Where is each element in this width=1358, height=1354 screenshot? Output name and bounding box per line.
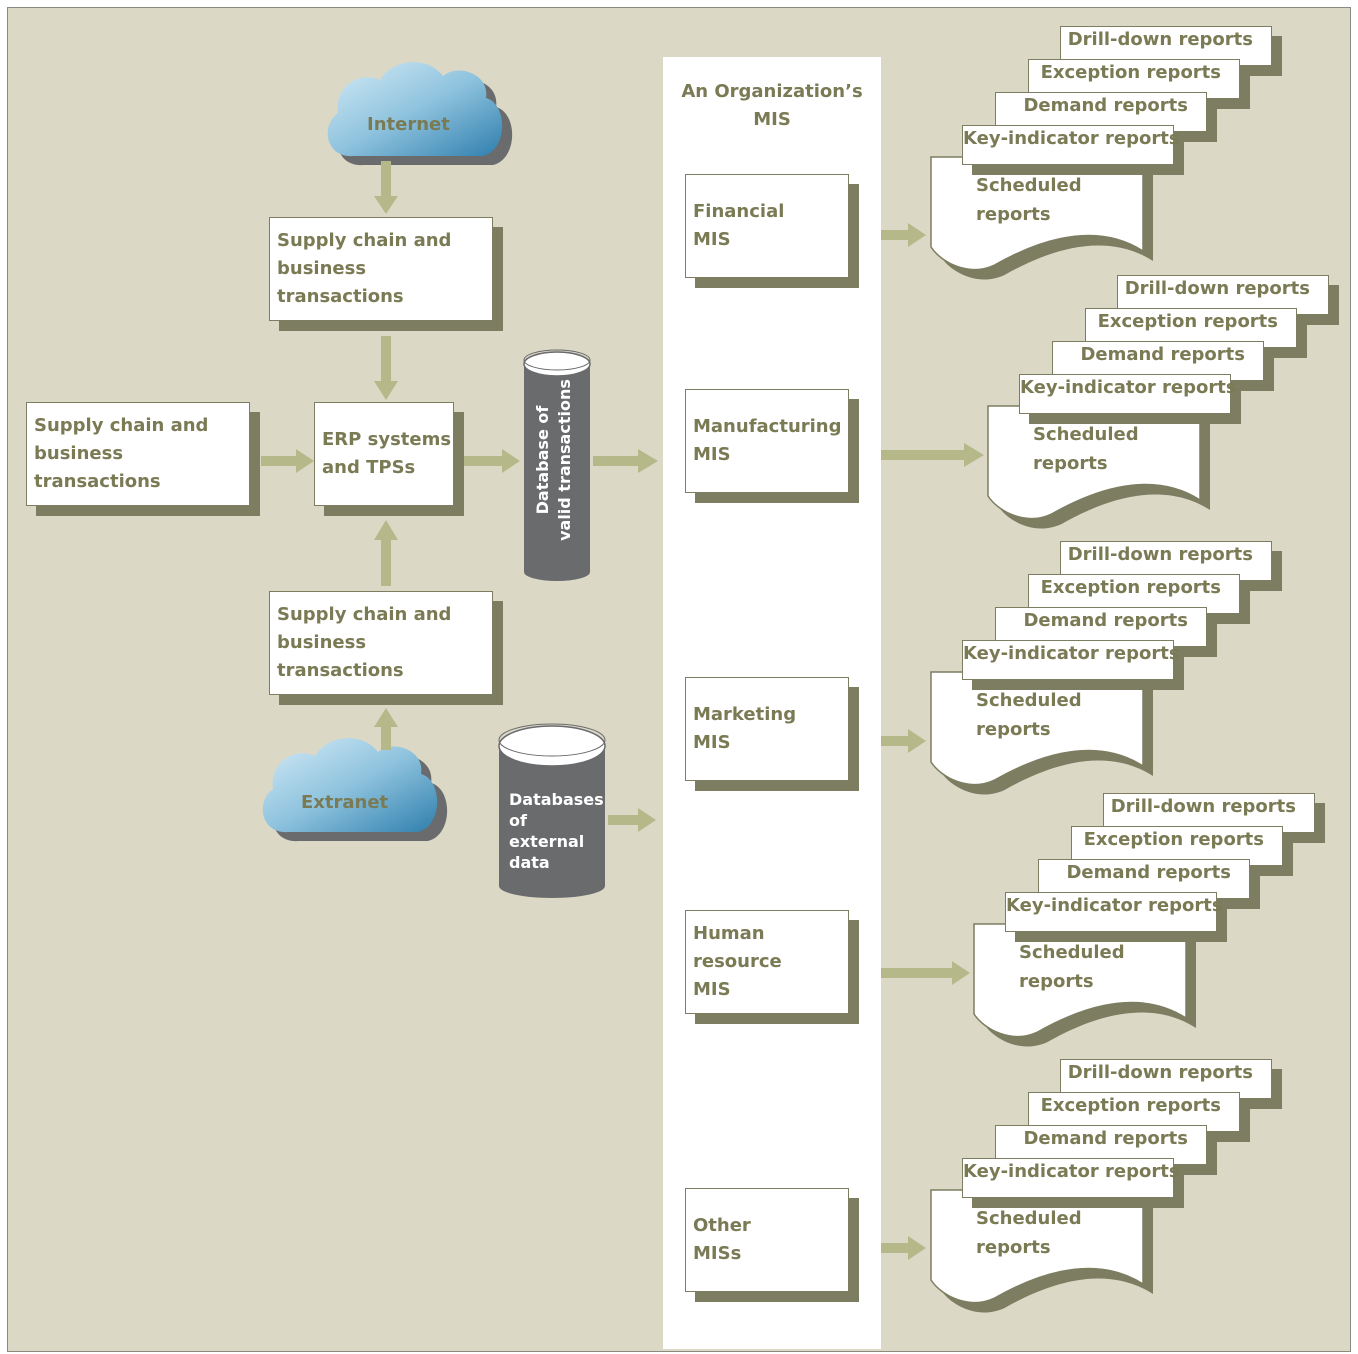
arrow-right-icon bbox=[881, 443, 984, 467]
arrow-right-icon bbox=[608, 808, 656, 832]
arrow-up-icon bbox=[374, 520, 398, 586]
flow-arrows bbox=[261, 161, 984, 1260]
scheduled-reports-label: Scheduled reports bbox=[976, 690, 1082, 740]
external-data-database-label: Databases of external data bbox=[509, 790, 604, 872]
arrow-right-icon bbox=[881, 729, 926, 753]
scheduled-report-page bbox=[930, 156, 1144, 271]
arrow-right-icon bbox=[881, 961, 970, 985]
organization-mis-title: An Organization’s MIS bbox=[681, 81, 863, 130]
diagram-graphics bbox=[261, 62, 1210, 1313]
arrow-right-icon bbox=[463, 449, 520, 473]
scheduled-report-page bbox=[930, 1189, 1144, 1304]
supply-chain-transactions-left: Supply chain and business transactions bbox=[26, 402, 250, 506]
external-data-database-icon bbox=[498, 723, 606, 898]
arrow-up-icon bbox=[374, 708, 398, 750]
financial-mis-box: Financial MIS bbox=[685, 174, 849, 278]
scheduled-reports-label: Scheduled reports bbox=[976, 175, 1082, 225]
valid-transactions-database-icon bbox=[523, 349, 591, 581]
key-indicator-reports-label: Key-indicator reports bbox=[1019, 374, 1237, 414]
demand-reports-label: Demand reports bbox=[995, 607, 1207, 647]
key-indicator-reports-label: Key-indicator reports bbox=[1005, 892, 1223, 932]
arrow-right-icon bbox=[261, 449, 314, 473]
arrow-right-icon bbox=[881, 223, 926, 247]
arrow-right-icon bbox=[593, 449, 658, 473]
human-resource-mis-box: Human resource MIS bbox=[685, 910, 849, 1014]
scheduled-reports-label: Scheduled reports bbox=[1019, 942, 1125, 992]
scheduled-reports-label: Scheduled reports bbox=[1033, 424, 1139, 474]
diagram-canvas: Internet Extranet Supply chain and busin… bbox=[7, 7, 1351, 1352]
marketing-mis-box: Marketing MIS bbox=[685, 677, 849, 781]
extranet-cloud-icon bbox=[262, 738, 448, 842]
key-indicator-reports-label: Key-indicator reports bbox=[962, 1158, 1180, 1198]
arrow-down-icon bbox=[374, 336, 398, 400]
arrow-down-icon bbox=[374, 161, 398, 214]
internet-label: Internet bbox=[367, 114, 450, 135]
valid-transactions-database-label: Database of valid transactions bbox=[533, 379, 574, 541]
extranet-label: Extranet bbox=[301, 792, 389, 813]
scheduled-report-page bbox=[930, 671, 1144, 786]
scheduled-report-pages bbox=[930, 156, 1210, 1313]
manufacturing-mis-box: Manufacturing MIS bbox=[685, 389, 849, 493]
internet-cloud-icon bbox=[327, 62, 513, 166]
arrow-right-icon bbox=[881, 1236, 926, 1260]
erp-systems-box: ERP systems and TPSs bbox=[314, 402, 454, 506]
key-indicator-reports-label: Key-indicator reports bbox=[962, 640, 1180, 680]
supply-chain-transactions-top: Supply chain and business transactions bbox=[269, 217, 493, 321]
other-mis-box: Other MISs bbox=[685, 1188, 849, 1292]
scheduled-reports-label: Scheduled reports bbox=[976, 1208, 1082, 1258]
scheduled-report-page bbox=[973, 923, 1187, 1038]
key-indicator-reports-label: Key-indicator reports bbox=[962, 125, 1180, 165]
scheduled-report-page bbox=[987, 405, 1201, 520]
supply-chain-transactions-bottom: Supply chain and business transactions bbox=[269, 591, 493, 695]
